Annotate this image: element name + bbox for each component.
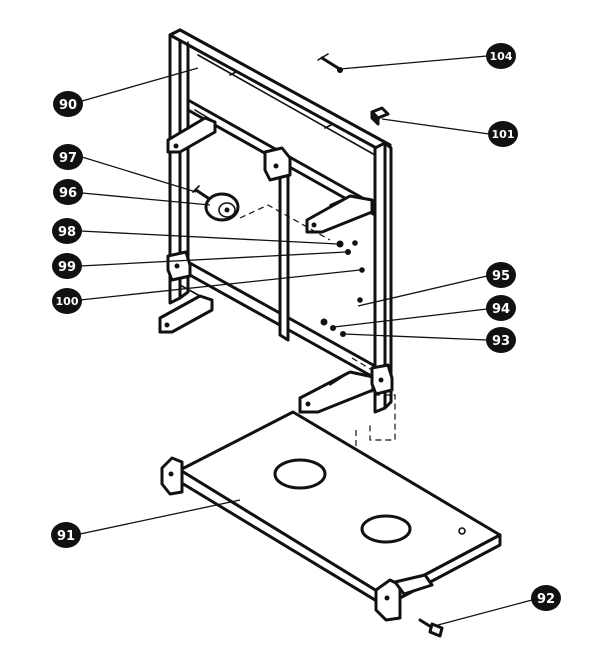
callout-90-label: 90 — [59, 98, 77, 113]
callout-99: 99 — [52, 253, 82, 279]
callout-92-label: 92 — [537, 592, 555, 607]
callout-97: 97 — [53, 144, 83, 170]
base-plate — [178, 410, 502, 608]
callout-100-label: 100 — [56, 295, 79, 308]
upper-right-bracket — [305, 194, 374, 234]
callout-98: 98 — [52, 218, 82, 244]
callout-94-label: 94 — [492, 302, 510, 317]
callout-96: 96 — [53, 179, 83, 205]
callout-101: 101 — [488, 121, 518, 147]
callout-101-label: 101 — [492, 128, 515, 141]
left-mid-clip — [166, 250, 192, 282]
callout-95: 95 — [486, 262, 516, 288]
washers-lower — [320, 318, 346, 337]
callout-91-label: 91 — [57, 529, 75, 544]
right-lower-clip — [370, 363, 394, 396]
lower-left-bracket — [158, 284, 214, 334]
callout-104-label: 104 — [490, 50, 513, 63]
callout-90: 90 — [53, 91, 83, 117]
callout-94: 94 — [486, 295, 516, 321]
callout-99-label: 99 — [58, 260, 76, 275]
callout-92: 92 — [531, 585, 561, 611]
clip-pin — [317, 53, 343, 73]
callout-93: 93 — [486, 327, 516, 353]
base-left-lug — [160, 456, 184, 496]
adjusting-knob — [192, 185, 240, 222]
callout-104: 104 — [486, 43, 516, 69]
lower-right-bracket — [298, 370, 380, 414]
upright-frame — [168, 28, 393, 414]
base-right-lug — [374, 573, 434, 622]
small-block — [370, 106, 390, 126]
callout-96-label: 96 — [59, 186, 77, 201]
callout-98-label: 98 — [58, 225, 76, 240]
callout-93-label: 93 — [492, 334, 510, 349]
callout-97-label: 97 — [59, 151, 77, 166]
center-clip — [263, 146, 292, 182]
leader-lines — [79, 55, 533, 626]
base-screw — [418, 618, 444, 638]
callout-100: 100 — [52, 288, 82, 314]
washers-upper — [336, 240, 351, 255]
upper-left-bracket — [166, 109, 217, 154]
callout-95-label: 95 — [492, 269, 510, 284]
callout-91: 91 — [51, 522, 81, 548]
